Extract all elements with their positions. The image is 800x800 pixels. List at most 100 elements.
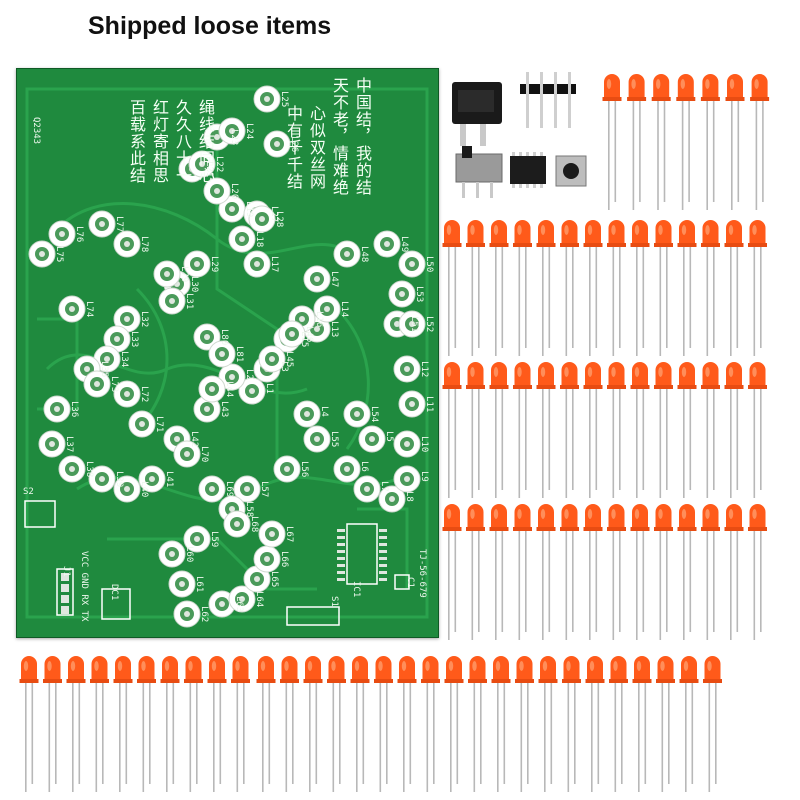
- pcb-led-site: [303, 425, 331, 453]
- led-label: L35: [99, 361, 109, 378]
- pcb-led-site: [223, 510, 251, 538]
- loose-led: [489, 504, 509, 640]
- pcb-led-site: [218, 363, 246, 391]
- loose-led: [679, 656, 699, 792]
- loose-led: [491, 656, 511, 792]
- led-label: L40: [139, 481, 149, 498]
- pcb-led-site: [158, 287, 186, 315]
- pcb-led-site: [113, 380, 141, 408]
- poem-line-4: 中有千千结: [284, 105, 303, 190]
- poem-line-6: 久久八十一: [173, 99, 192, 184]
- loose-led: [90, 656, 109, 792]
- pcb-led-site: [258, 345, 286, 373]
- led-label: L6: [359, 461, 369, 472]
- loose-led: [701, 220, 720, 356]
- led-label: L16: [314, 311, 324, 328]
- led-label: L29: [209, 256, 219, 273]
- led-label: L1: [264, 383, 274, 394]
- label-c1: C1: [405, 577, 415, 588]
- led-label: L49: [399, 236, 409, 253]
- loose-led: [632, 656, 652, 792]
- loose-led: [466, 362, 485, 498]
- loose-led: [562, 656, 581, 792]
- led-label: L61: [194, 576, 204, 593]
- loose-led: [515, 656, 534, 792]
- loose-led: [583, 362, 603, 498]
- led-label: L19: [244, 201, 254, 218]
- loose-led: [654, 504, 673, 640]
- led-label: L44: [224, 381, 234, 398]
- label-dc1: DC1: [109, 584, 119, 601]
- loose-led: [184, 656, 203, 792]
- pcb-trace: [215, 129, 279, 469]
- led-label: L39: [114, 471, 124, 488]
- loose-led: [66, 656, 86, 792]
- poem-line-7: 红灯寄相思: [150, 99, 169, 184]
- board-model: TJ-56-679: [417, 549, 427, 598]
- led-label: L38: [84, 461, 94, 478]
- led-label: L30: [189, 276, 199, 293]
- pcb-led-site: [203, 177, 231, 205]
- loose-led: [374, 656, 393, 792]
- loose-led: [303, 656, 323, 792]
- pcb-led-site: [398, 250, 426, 278]
- led-label: L26: [289, 136, 299, 153]
- pcb-led-site: [113, 230, 141, 258]
- led-label: L73: [109, 376, 119, 393]
- loose-led: [651, 74, 671, 210]
- led-label: L53: [414, 286, 424, 303]
- led-label: L63: [234, 596, 244, 613]
- loose-led: [656, 656, 675, 792]
- loose-led: [444, 656, 464, 792]
- pcb-led-site: [238, 377, 266, 405]
- led-label: L36: [69, 401, 79, 418]
- led-label: L31: [184, 293, 194, 310]
- loose-led: [113, 656, 133, 792]
- pcb-trace: [25, 87, 429, 619]
- loose-led: [725, 74, 745, 210]
- loose-led: [513, 220, 532, 356]
- board-pins: VCC GND RX TX: [79, 551, 89, 622]
- loose-led: [468, 656, 487, 792]
- pcb-led-site: [128, 410, 156, 438]
- pcb-led-site: [28, 240, 56, 268]
- pcb-traces-and-pads: [24, 85, 429, 628]
- pcb-led-site: [228, 585, 256, 613]
- loose-led: [630, 362, 650, 498]
- pcb-led-site: [173, 440, 201, 468]
- loose-components: [452, 72, 587, 198]
- led-label: L67: [284, 526, 294, 543]
- led-label: L41: [164, 471, 174, 488]
- led-label: L13: [329, 321, 339, 338]
- pcb-led-site: [393, 430, 421, 458]
- pcb-led-site: [38, 430, 66, 458]
- pcb-c1-footprint: [394, 574, 410, 590]
- loose-led: [256, 656, 276, 792]
- led-label: L7: [379, 481, 389, 492]
- led-label: L10: [419, 436, 429, 453]
- led-label: L62: [199, 606, 209, 623]
- led-label: L33: [129, 331, 139, 348]
- led-label: L11: [424, 396, 434, 413]
- label-ic1: IC1: [351, 581, 361, 598]
- loose-led: [207, 656, 227, 792]
- pcb-led-site: [398, 310, 426, 338]
- led-label: L50: [424, 256, 434, 273]
- pcb-led-site: [48, 220, 76, 248]
- pcb-led-site: [263, 130, 291, 158]
- pcb-led-site: [58, 295, 86, 323]
- loose-led: [560, 220, 579, 356]
- pcb-led-site: [353, 475, 381, 503]
- led-label: L46: [304, 326, 314, 343]
- pcb-led-site: [293, 400, 321, 428]
- led-label: L14: [339, 301, 349, 318]
- led-label: L54: [369, 406, 379, 423]
- loose-led: [700, 74, 720, 210]
- pcb-led-site: [173, 600, 201, 628]
- pcb-led-site: [273, 455, 301, 483]
- loose-led: [585, 656, 605, 792]
- pcb-led-site: [218, 117, 246, 145]
- loose-led: [748, 504, 767, 640]
- loose-led: [327, 656, 346, 792]
- led-label: L5: [384, 431, 394, 442]
